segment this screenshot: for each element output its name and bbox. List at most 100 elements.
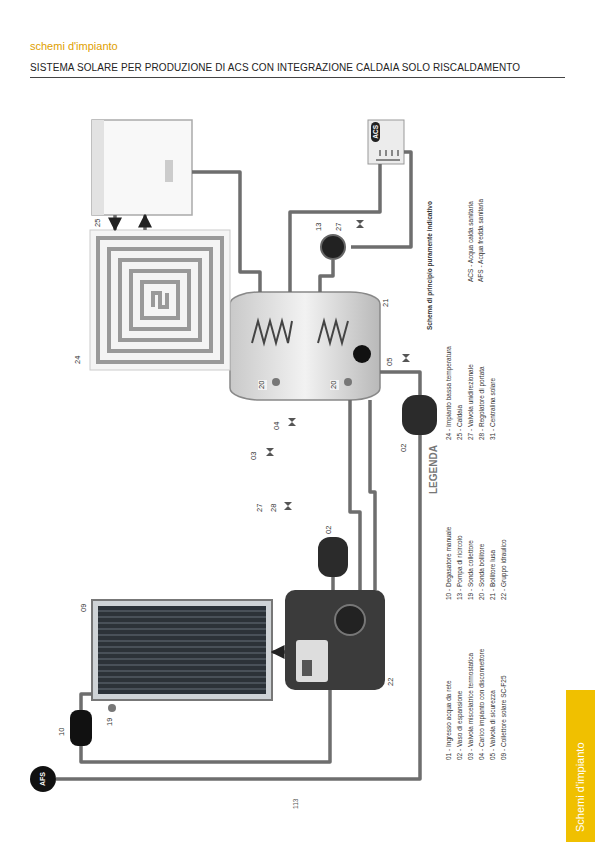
floor-loop <box>98 238 222 362</box>
callout-number: 09 <box>80 604 89 612</box>
floor-loop <box>109 249 211 351</box>
boiler-side <box>92 120 104 215</box>
callout-number: 02 <box>400 444 409 452</box>
callout-number: 22 <box>387 678 396 686</box>
tank-body <box>230 292 380 400</box>
legend-entry: 04 - Carico impianto con disconnettore <box>478 649 485 760</box>
legend-entry: 19 - Sonda collettore <box>467 540 474 600</box>
callout-number: 02 <box>325 526 334 534</box>
legend-entry: 22 - Gruppo idraulico <box>500 539 507 600</box>
collector-absorber <box>98 606 266 694</box>
callout-number: 27 <box>256 504 265 512</box>
callout-number: schemi d'impianto <box>30 40 118 53</box>
tank-part: 21 <box>230 292 380 400</box>
callout-number: 13 <box>315 223 324 231</box>
shower <box>368 120 404 164</box>
solar-controller <box>296 640 328 682</box>
note: Schema di principio puramente indicativo <box>426 201 433 330</box>
page-title: SISTEMA SOLARE PER PRODUZIONE DI ACS CON… <box>30 62 520 74</box>
legend-entry: 24 - Impianto bassa temperatura <box>445 346 452 440</box>
pipe <box>331 577 335 590</box>
node-label: ACS <box>371 122 380 142</box>
solar-collector <box>92 600 272 700</box>
pipe <box>380 372 420 395</box>
degasser-part: 10 <box>70 710 92 746</box>
pipe <box>370 400 375 590</box>
boiler-part: 25 <box>92 120 192 215</box>
collector-frame <box>92 600 272 700</box>
callout-number: 04 <box>273 422 282 430</box>
boiler-panel <box>165 160 173 182</box>
group-body <box>285 590 385 690</box>
afs-marker: AFS <box>30 766 56 792</box>
hydraulic-group-part: 22 <box>285 590 385 690</box>
expansion-vessel <box>402 395 437 435</box>
group-pump <box>335 605 365 635</box>
floor-heating-part: 24 <box>90 230 230 370</box>
storage-tank <box>230 292 380 400</box>
collector-fins <box>98 606 266 694</box>
hydraulic-group <box>285 590 385 690</box>
callout-number: 05 <box>386 358 395 366</box>
boiler <box>92 120 192 215</box>
callout-number: 19 <box>106 718 115 726</box>
pipe <box>81 690 330 762</box>
floor-loop-center <box>153 293 167 307</box>
legend-entry: 05 - Valvola di sicurezza <box>489 690 496 760</box>
legend-entry: 02 - Vaso di espansione <box>456 691 463 760</box>
pump-part: 13 <box>315 234 351 260</box>
pipe <box>81 694 92 710</box>
floor-loop <box>131 271 189 329</box>
legend-entry: 31 - Centralina solare <box>489 378 496 440</box>
recirculation-pump <box>321 235 345 259</box>
legend-entry: 01 - Ingresso acqua da rete <box>445 681 452 761</box>
valves <box>266 220 410 510</box>
pipe <box>320 260 333 292</box>
callout-number: 10 <box>58 728 67 736</box>
valve-symbol <box>356 220 364 228</box>
valve-symbol <box>284 502 292 510</box>
legend-entry: 10 - Degasatore manuale <box>445 527 452 600</box>
header-rule <box>30 77 565 78</box>
legend-entry: 03 - Valvola miscelatrice termostatica <box>467 653 474 760</box>
vessel-part: 02 <box>402 395 437 435</box>
shower-part: ACS <box>368 120 404 164</box>
tank-sensor <box>344 378 352 386</box>
legend-entry: ACS - Acqua calda sanitaria <box>467 201 474 282</box>
callout-number: Schemi d'impianto <box>566 742 595 832</box>
sidebar-band: Schemi d'impianto <box>566 690 595 842</box>
callout-number: 03 <box>250 452 259 460</box>
floor-loop <box>142 282 178 318</box>
node-label: AFS <box>30 766 56 792</box>
controller-screen <box>302 660 312 676</box>
collector-sensor <box>108 704 116 712</box>
callout-number: 21 <box>382 299 391 307</box>
shower-head <box>376 150 400 160</box>
legend-entry: 20 - Sonda bollitore <box>478 544 485 600</box>
valve-symbol <box>288 418 296 426</box>
legend-entry: 25 - Caldaia <box>456 405 463 440</box>
legend-entry: 21 - Bollitore lusa <box>489 550 496 600</box>
pipe <box>290 164 380 292</box>
legend-heading: LEGENDA <box>428 445 440 494</box>
callout-number: 113 <box>292 799 299 809</box>
pipe <box>143 215 147 230</box>
pipe <box>350 400 360 590</box>
pipe <box>272 650 285 654</box>
pipe <box>192 172 260 292</box>
callout-number: 25 <box>94 219 103 227</box>
sidebar-text-holder: Schemi d'impianto <box>566 690 595 842</box>
legend-entry: 13 - Pompa di ricircolo <box>456 535 463 600</box>
pipe <box>113 215 117 230</box>
callout-number: 28 <box>270 504 279 512</box>
solar-coil <box>318 321 348 343</box>
valve-symbol <box>402 354 410 362</box>
collector-part: 09 <box>92 600 272 700</box>
floor-heating <box>90 230 230 370</box>
callout-number: 24 <box>74 356 83 364</box>
legend-entry: 09 - Collettore solare SC-F25 <box>500 675 507 760</box>
floor-loop <box>120 260 200 340</box>
boiler-casing <box>92 120 192 215</box>
callout-number: 20 <box>258 380 267 390</box>
